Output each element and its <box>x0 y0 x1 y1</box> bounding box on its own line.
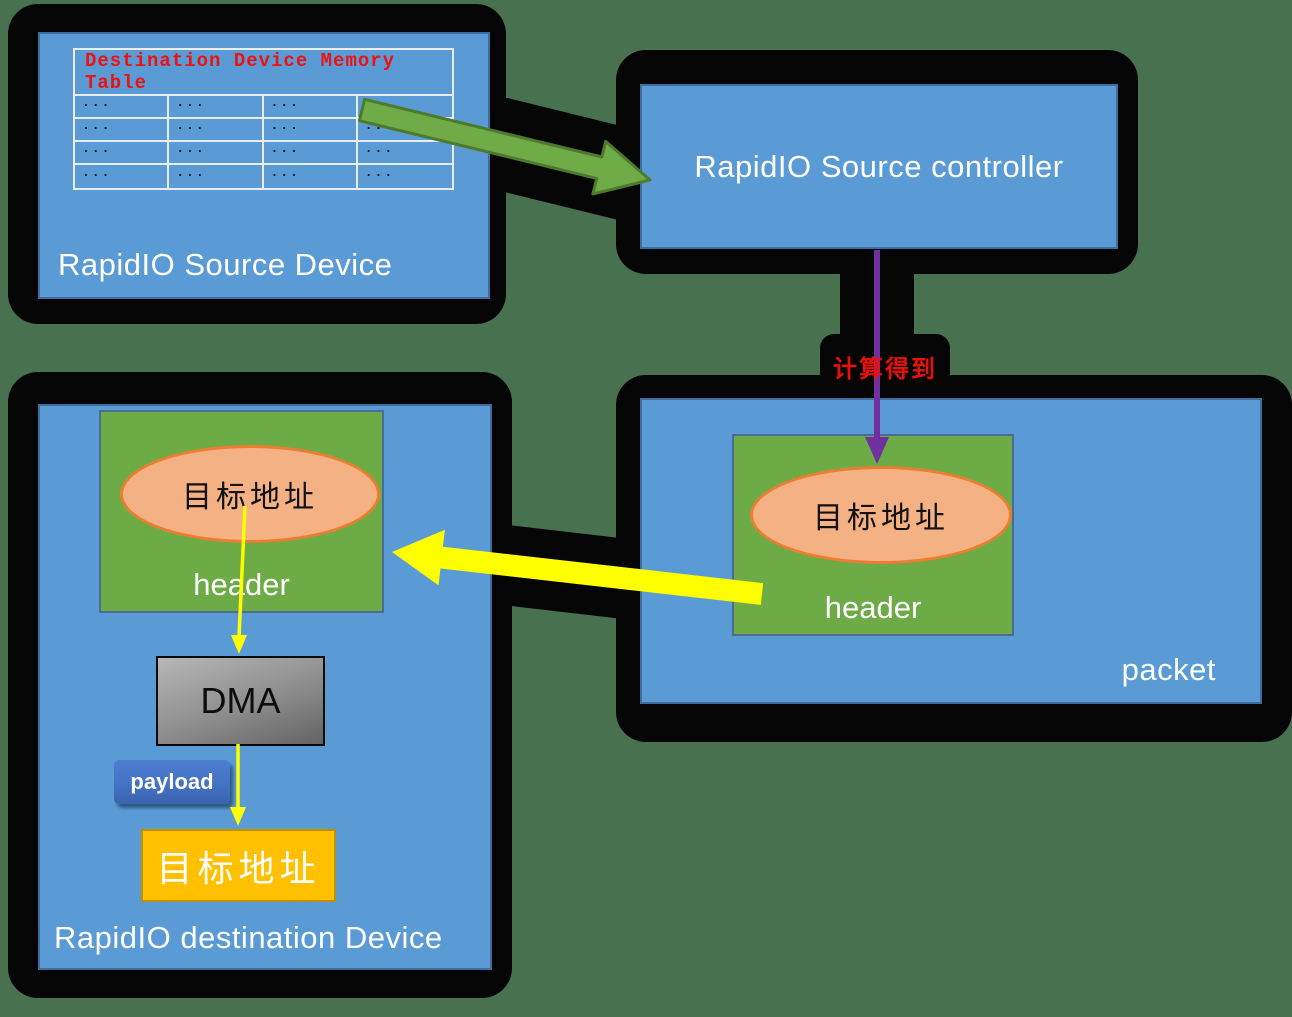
memory-table-cell: ... <box>364 164 395 180</box>
memory-table-cell: ... <box>75 141 170 165</box>
dma-box: DMA <box>156 656 325 746</box>
packet-address-ellipse: 目标地址 <box>750 466 1012 564</box>
memory-table-body: ........................................… <box>75 95 452 188</box>
destination-address-ellipse: 目标地址 <box>120 445 380 543</box>
memory-table-cell: ... <box>264 165 358 188</box>
memory-table-cell: ... <box>169 165 264 188</box>
memory-table-cell: ... <box>263 95 358 119</box>
packet-header-box: 目标地址 header <box>732 434 1014 636</box>
memory-table-cell: ... <box>75 95 170 119</box>
memory-table-cell: ... <box>75 118 170 142</box>
memory-table-cell: ... <box>75 165 170 188</box>
memory-table-cell: ... <box>169 141 264 165</box>
payload-badge: payload <box>114 760 230 804</box>
memory-table-cell: ... <box>357 118 452 142</box>
destination-memory-address-box: 目标地址 <box>141 829 336 902</box>
packet-header-label: header <box>824 590 922 625</box>
destination-device-label: RapidIO destination Device <box>54 920 443 955</box>
memory-table-cell: ... <box>263 118 358 142</box>
destination-header-box: 目标地址 header <box>99 410 384 613</box>
controller-label: RapidIO Source controller <box>694 148 1064 184</box>
source-device-label: RapidIO Source Device <box>58 247 393 282</box>
memory-table-cell: ... <box>357 141 452 165</box>
source-device-box: Destination Device Memory Table ........… <box>38 32 490 299</box>
packet-label: packet <box>1121 652 1216 687</box>
destination-header-label: header <box>193 567 290 602</box>
memory-table-cell: ... <box>357 95 452 119</box>
destination-device-box: 目标地址 header DMA payload 目标地址 RapidIO des… <box>38 404 492 970</box>
memory-table: Destination Device Memory Table ........… <box>73 48 454 190</box>
controller-box: RapidIO Source controller <box>640 84 1118 249</box>
memory-table-cell: ... <box>169 95 264 119</box>
calc-annotation: 计算得到 <box>833 354 937 383</box>
memory-table-cell: ... <box>169 118 264 142</box>
memory-table-title: Destination Device Memory Table <box>75 50 452 96</box>
packet-box: 目标地址 header packet <box>640 398 1262 704</box>
memory-table-cell: ... <box>263 141 358 165</box>
